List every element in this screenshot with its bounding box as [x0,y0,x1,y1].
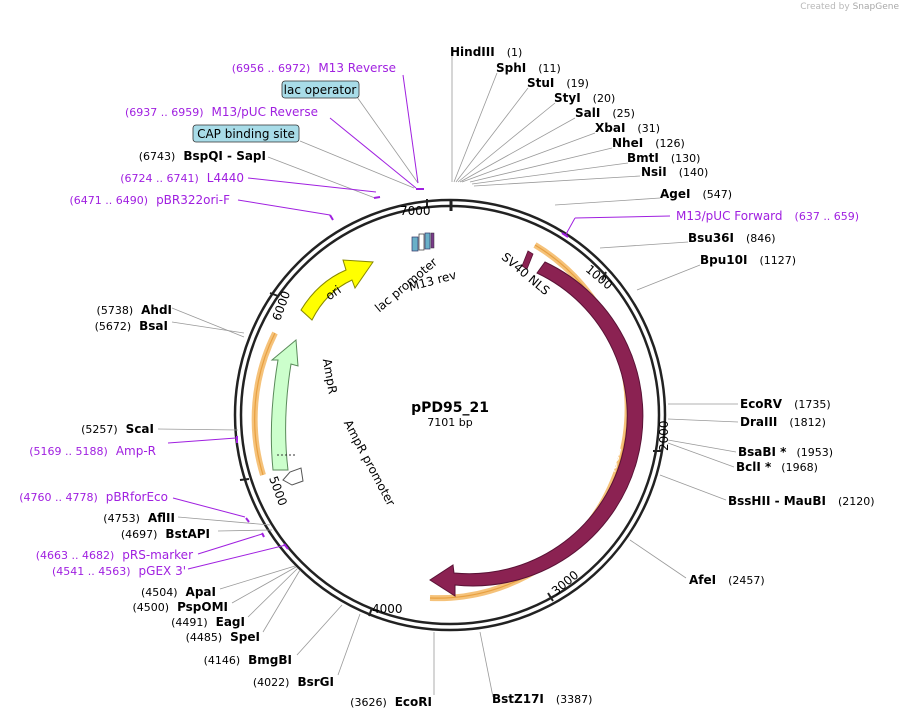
site-aflii[interactable]: (4753)AflII [103,511,175,525]
tick-marks [239,199,663,617]
ampr-promoter-label: AmpR promoter [341,418,398,509]
site-bspqi-sapi[interactable]: (6743)BspQI - SapI [139,149,266,163]
credit-brand: SnapGene [852,2,899,12]
tick-4000: 4000 [372,602,403,616]
sv40-nls-feature[interactable] [521,250,534,270]
primer-pgex-3[interactable]: (4541 .. 4563)pGEX 3' [52,564,186,578]
site-bmgbi[interactable]: (4146)BmgBI [204,653,292,667]
lacz-feature-arrow[interactable] [429,261,644,597]
site-nsii[interactable]: NsiI(140) [641,165,708,179]
site-bpu10i[interactable]: Bpu10I(1127) [700,253,796,267]
credit-prefix: Created by [800,2,850,12]
plasmid-size: 7101 bp [427,416,472,429]
site-ahdi[interactable]: (5738)AhdI [97,303,172,317]
site-bsai[interactable]: (5672)BsaI [95,319,168,333]
primer-pbrforeco[interactable]: (4760 .. 4778)pBRforEco [19,490,168,504]
site-stui[interactable]: StuI(19) [527,76,589,90]
site-ecorv[interactable]: EcoRV(1735) [740,397,831,411]
site-apai[interactable]: (4504)ApaI [141,585,216,599]
site-bsu36i[interactable]: Bsu36I(846) [688,231,776,245]
primer-amp-r[interactable]: (5169 .. 5188)Amp-R [29,444,156,458]
right-site-labels: HindIII(1) SphI(11) StuI(19) StyI(20) Sa… [450,45,875,706]
primer-ticks [236,188,569,550]
site-bstz17i[interactable]: BstZ17I(3387) [492,692,592,706]
site-agei[interactable]: AgeI(547) [660,187,732,201]
plasmid-name: pPD95_21 [411,400,489,416]
primer-m13-reverse[interactable]: (6956 .. 6972)M13 Reverse [232,61,396,75]
site-bsshii-maubi[interactable]: BssHII - MauBI(2120) [728,494,875,508]
ori-feature-arrow[interactable] [300,259,374,321]
site-sali[interactable]: SalI(25) [575,106,635,120]
m13rev-block[interactable] [418,233,425,251]
site-bsabi[interactable]: BsaBI *(1953) [738,445,833,459]
site-scai[interactable]: (5257)ScaI [81,422,154,436]
cap-binding-site-box[interactable] [192,124,300,143]
ampr-label: AmpR [320,357,340,395]
site-xbai[interactable]: XbaI(31) [595,121,660,135]
site-afei[interactable]: AfeI(2457) [689,573,765,587]
cap-binding-site-label: CAP binding site [197,127,295,141]
boxed-feature-labels: lac operator CAP binding site [192,80,360,143]
purple-block[interactable] [430,232,435,249]
primer-prs-marker[interactable]: (4663 .. 4682)pRS-marker [36,548,193,562]
site-nhei[interactable]: NheI(126) [612,136,685,150]
lac-operator-block[interactable] [424,232,431,250]
ampr-feature-arrow[interactable] [270,338,299,471]
site-bmti[interactable]: BmtI(130) [627,151,700,165]
cap-binding-block[interactable] [411,236,419,252]
site-ecori[interactable]: (3626)EcoRI [350,695,432,709]
ampr-promoter-arrow[interactable] [282,467,304,486]
primer-m13-puc-reverse[interactable]: (6937 .. 6959)M13/pUC Reverse [125,105,318,119]
site-bstapi[interactable]: (4697)BstAPI [121,527,210,541]
lac-operator-label: lac operator [284,83,357,97]
site-pspomi[interactable]: (4500)PspOMI [132,600,228,614]
primer-l4440[interactable]: (6724 .. 6741)L4440 [120,171,244,185]
lac-region-blocks [411,232,435,252]
site-styi[interactable]: StyI(20) [554,91,615,105]
primer-m13-puc-forward[interactable]: M13/pUC Forward(637 .. 659) [676,209,859,223]
site-hindiii[interactable]: HindIII(1) [450,45,522,59]
primer-pbr322ori-f[interactable]: (6471 .. 6490)pBR322ori-F [70,193,231,207]
site-bcli[interactable]: BclI *(1968) [736,460,818,474]
site-eagi[interactable]: (4491)EagI [171,615,245,629]
tick-2000: 2000 [657,420,671,451]
snapgene-credit: Created by SnapGene [800,2,899,12]
site-bsrgi[interactable]: (4022)BsrGI [253,675,334,689]
tick-7000: 7000 [400,204,431,218]
lacz-label: lacZ [604,445,624,473]
site-spei[interactable]: (4485)SpeI [186,630,260,644]
ampr-orf-line [254,332,276,476]
site-sphi[interactable]: SphI(11) [496,61,561,75]
site-draiii[interactable]: DraIII(1812) [740,415,826,429]
lac-operator-box[interactable] [281,80,360,99]
left-site-labels: (3626)EcoRI (4022)BsrGI (4146)BmgBI (448… [19,61,435,709]
